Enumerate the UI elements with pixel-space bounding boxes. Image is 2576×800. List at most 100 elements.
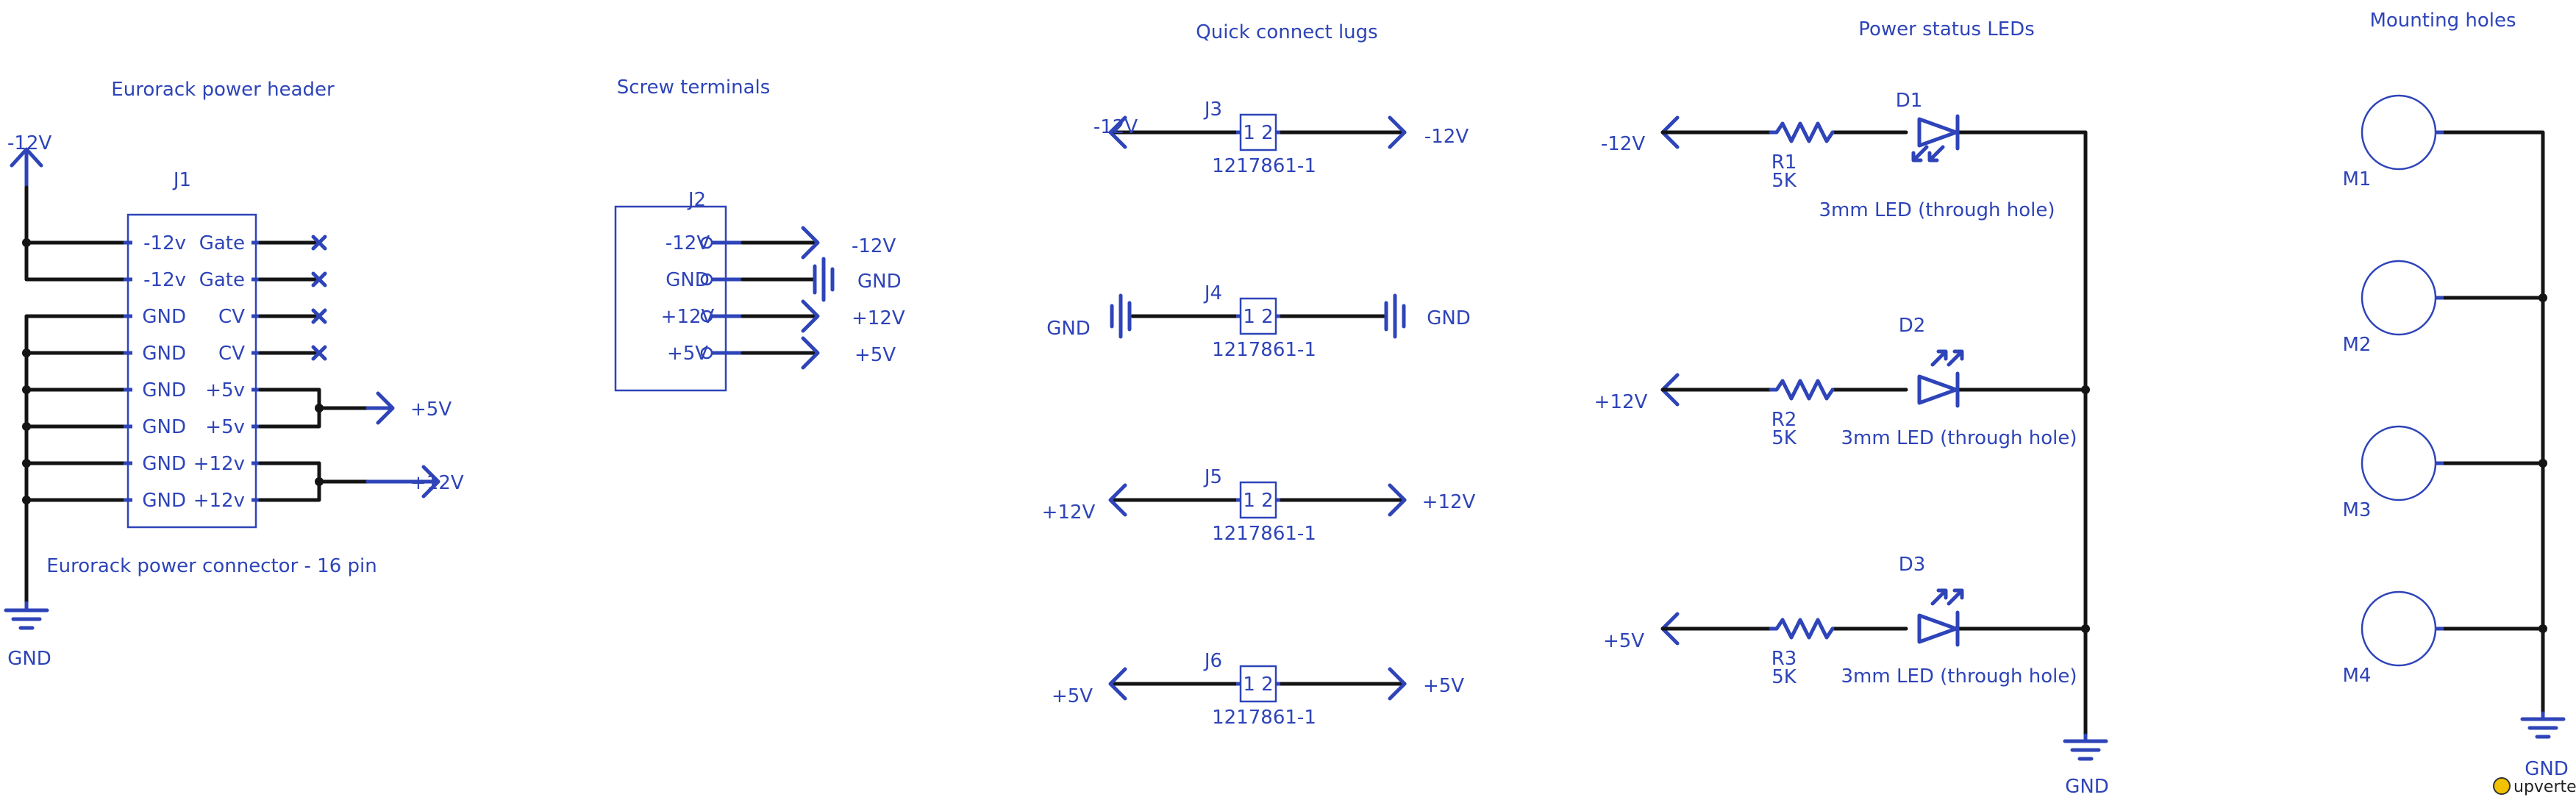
neg12-power-port-j2 (801, 226, 820, 260)
j1-pin-label-l1: -12v (143, 232, 186, 254)
j1-pin-label-r7: +12v (193, 453, 245, 475)
mounting-hole-icon (2361, 425, 2437, 501)
j1-neg12-label: -12V (7, 132, 51, 154)
j2-neg12-label: -12V (852, 235, 896, 257)
j1-pin-label-r3: CV (218, 306, 245, 328)
resistor-value: 5K (1772, 427, 1797, 449)
arrow-left-icon (1108, 667, 1127, 701)
led-net-label: +5V (1603, 630, 1644, 652)
led-row-d3[interactable]: +5V R3 5K D3 3mm LED (through hole) (1603, 554, 2088, 688)
pos12-power-port-j1 (365, 465, 440, 499)
lug-j4[interactable]: J4 1 2 GND GND 1217861-1 (1046, 282, 1471, 361)
gnd-symbol-mounting (2520, 711, 2566, 739)
led-icon (1917, 114, 1960, 151)
led-icon (1917, 371, 1960, 408)
mounting-hole-icon (2361, 94, 2437, 171)
upverter-logo-icon (2493, 777, 2511, 795)
light-rays-icon (1930, 588, 1964, 606)
j1-connector[interactable]: -12V J1 GND -12v -12v GND GND GND GND GN… (4, 132, 464, 670)
lug-part-number: 1217861-1 (1212, 339, 1316, 361)
title-power-leds: Power status LEDs (1858, 18, 2035, 40)
mounting-ground-rail (2441, 130, 2545, 715)
lug-part-number: 1217861-1 (1212, 707, 1316, 729)
light-rays-icon (1930, 349, 1964, 367)
gnd-symbol-j1 (4, 601, 49, 630)
lug-pin-numbers: 1 2 (1243, 122, 1273, 144)
j1-gnd-label: GND (7, 648, 51, 670)
led-ref: D3 (1899, 554, 1926, 576)
led-row-d1[interactable]: -12V R1 5K D1 3mm LED (through hole) (1601, 90, 2088, 221)
title-eurorack: Eurorack power header (111, 79, 335, 101)
j1-ref: J1 (172, 169, 191, 191)
mounting-hole-icon (2361, 590, 2437, 667)
arrow-right-icon (1388, 483, 1407, 517)
lug-part-number: 1217861-1 (1212, 155, 1316, 177)
j2-pos5-label: +5V (854, 344, 896, 366)
resistor-icon (1769, 379, 1835, 401)
j1-pin-label-l3: GND (142, 306, 186, 328)
resistor-ref: R3 (1772, 648, 1797, 670)
lug-pin-numbers: 1 2 (1243, 306, 1273, 328)
mounting-hole-ref: M4 (2343, 665, 2372, 687)
gnd-symbol-left (1110, 293, 1132, 339)
arrow-left-icon (1108, 115, 1127, 149)
j1-pos5-label: +5V (410, 399, 452, 421)
j1-pin-label-r2: Gate (199, 269, 245, 291)
led-description: 3mm LED (through hole) (1819, 199, 2055, 221)
mounting-hole-ref: M1 (2343, 168, 2372, 190)
lug-left-label: +5V (1052, 685, 1093, 707)
lug-ref: J5 (1203, 466, 1222, 488)
led-net-label: -12V (1601, 133, 1645, 155)
lug-j3[interactable]: J3 1 2 -12V -12V 1217861-1 (1093, 99, 1469, 177)
no-connect-icon (311, 235, 327, 251)
j2-pin-label-2: GND (666, 269, 710, 291)
lug-j5[interactable]: J5 1 2 +12V +12V 1217861-1 (1042, 466, 1476, 545)
arrow-right-icon (1388, 115, 1407, 149)
gnd-symbol-right (1384, 293, 1406, 339)
lug-left-label: -12V (1093, 116, 1138, 138)
neg12-power-port-j1 (10, 147, 43, 190)
lug-right-label: GND (1427, 307, 1471, 329)
gnd-symbol-leds (2063, 733, 2108, 761)
led-icon (1917, 610, 1960, 647)
lug-pin-numbers: 1 2 (1243, 674, 1273, 696)
j1-pin-label-r5: +5v (205, 379, 245, 401)
j1-description: Eurorack power connector - 16 pin (46, 555, 377, 577)
led-ref: D1 (1896, 90, 1923, 112)
upverter-logo[interactable]: upverter (2493, 777, 2576, 796)
j2-gnd-label: GND (857, 271, 902, 293)
light-rays-icon (1911, 145, 1945, 162)
j1-pin-label-l2: -12v (143, 269, 186, 291)
resistor-value: 5K (1772, 170, 1797, 192)
j2-connector[interactable]: J2 -12V GND +12V +5V -12V GND +12V +5V (614, 189, 905, 392)
no-connect-icon (311, 271, 327, 288)
j1-pin-label-l5: GND (142, 379, 186, 401)
mounting-holes[interactable]: M1 M2 M3 M4 GND (2343, 94, 2569, 780)
resistor-ref: R1 (1772, 151, 1797, 174)
j1-pin-label-l8: GND (142, 490, 186, 512)
led-net-label: +12V (1594, 391, 1648, 413)
lug-right-label: -12V (1424, 126, 1469, 148)
led-row-d2[interactable]: +12V R2 5K D2 3mm LED (through hole) (1594, 315, 2088, 449)
lug-left-label: GND (1046, 318, 1091, 340)
led-description: 3mm LED (through hole) (1841, 427, 2077, 449)
j2-pin-label-3: +12V (661, 306, 715, 328)
lug-ref: J4 (1203, 282, 1222, 304)
lug-j6[interactable]: J6 1 2 +5V +5V 1217861-1 (1052, 650, 1464, 729)
lug-right-label: +12V (1422, 491, 1476, 513)
j2-pos12-label: +12V (852, 307, 905, 329)
j2-pin-label-1: -12V (666, 232, 710, 254)
lug-part-number: 1217861-1 (1212, 523, 1316, 545)
mounting-hole-icon (2361, 260, 2437, 336)
j2-body (614, 205, 727, 392)
mounting-hole-ref: M3 (2343, 499, 2372, 521)
no-connect-icon (311, 345, 327, 361)
j1-pin-label-r8: +12v (193, 490, 245, 512)
led-ref: D2 (1899, 315, 1926, 337)
j1-pin-label-l7: GND (142, 453, 186, 475)
lug-pin-numbers: 1 2 (1243, 490, 1273, 512)
title-quick-connect: Quick connect lugs (1196, 21, 1377, 43)
j2-pin-label-4: +5V (667, 343, 708, 365)
leds-gnd-label: GND (2065, 776, 2109, 798)
